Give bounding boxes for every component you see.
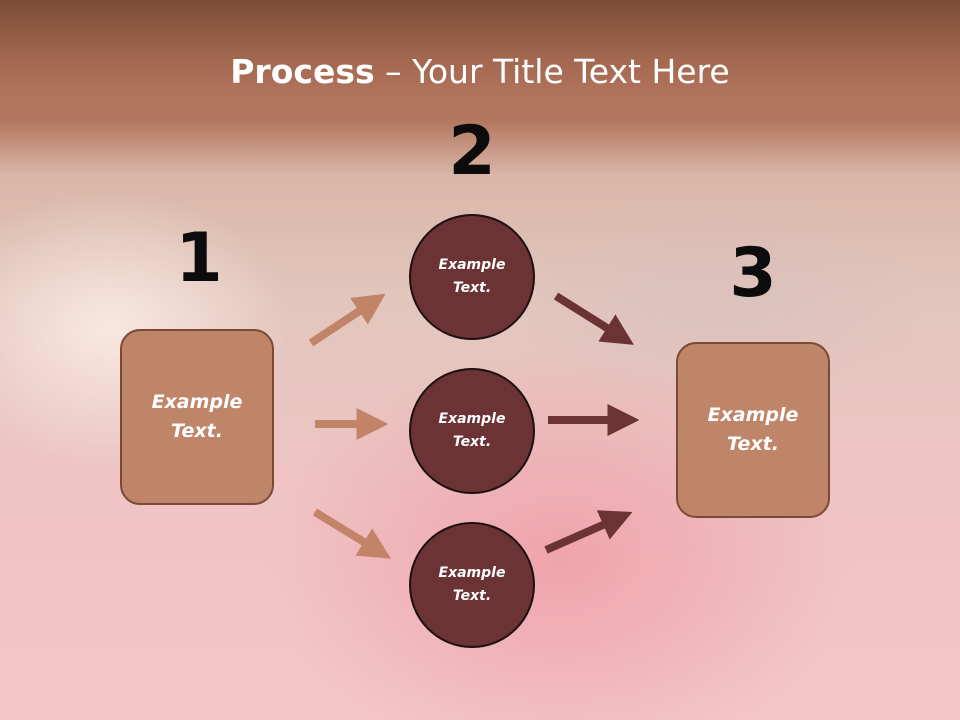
circle-bottom: Example Text. bbox=[409, 522, 535, 648]
arrow-left-to-top bbox=[308, 293, 386, 347]
arrow-top-to-right bbox=[553, 292, 634, 345]
arrow-bottom-to-right bbox=[544, 510, 633, 554]
title-band bbox=[0, 0, 960, 150]
title-rest: – Your Title Text Here bbox=[374, 52, 730, 91]
circle-top-text: Example Text. bbox=[438, 257, 506, 296]
step-number-1: 1 bbox=[175, 219, 223, 298]
arrow-left-to-bottom bbox=[312, 508, 392, 559]
left-box: Example Text. bbox=[120, 329, 274, 505]
title-bold: Process bbox=[230, 52, 375, 91]
right-box-text: Example Text. bbox=[707, 404, 799, 455]
right-box: Example Text. bbox=[676, 342, 830, 518]
left-box-text: Example Text. bbox=[151, 391, 243, 442]
circle-middle: Example Text. bbox=[409, 368, 535, 494]
circle-top: Example Text. bbox=[409, 214, 535, 340]
step-number-2: 2 bbox=[448, 112, 496, 191]
circle-bottom-text: Example Text. bbox=[438, 565, 506, 604]
step-number-3: 3 bbox=[729, 234, 777, 313]
circle-middle-text: Example Text. bbox=[438, 411, 506, 450]
slide-title: Process – Your Title Text Here bbox=[0, 52, 960, 91]
